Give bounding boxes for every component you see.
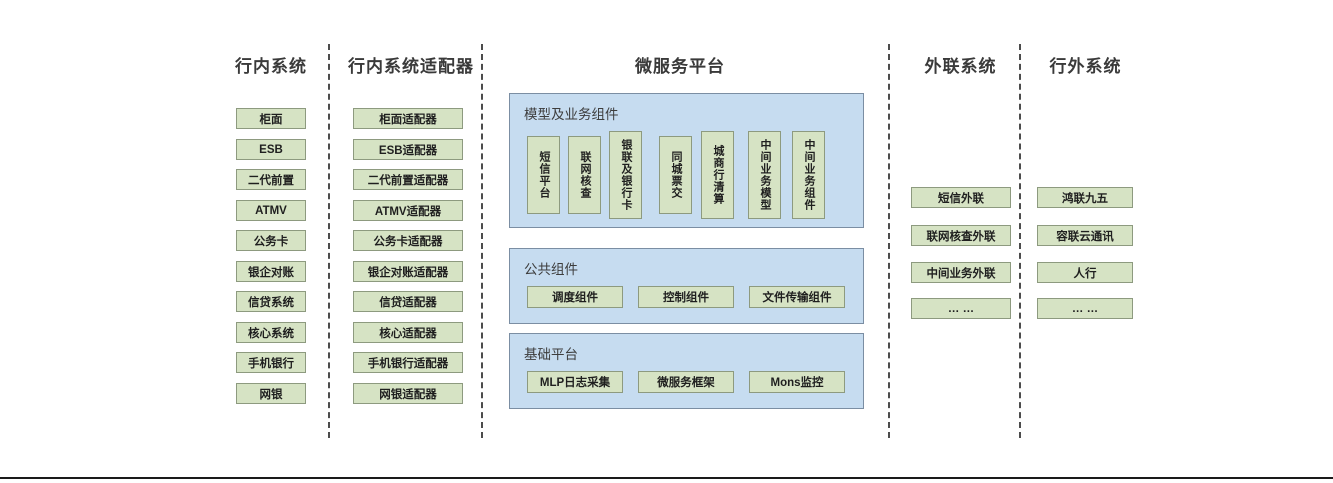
column-divider-3 (888, 44, 890, 438)
component-box[interactable]: 中间业务组件 (792, 131, 825, 219)
list-item[interactable]: ATMV适配器 (353, 200, 463, 221)
list-item[interactable]: 网银 (236, 383, 306, 404)
component-box[interactable]: 中间业务模型 (748, 131, 781, 219)
component-box[interactable]: Mons监控 (749, 371, 845, 393)
list-item[interactable]: 二代前置 (236, 169, 306, 190)
list-item[interactable]: 核心适配器 (353, 322, 463, 343)
column-title-external-link-systems: 外联系统 (924, 57, 997, 76)
component-box[interactable]: 调度组件 (527, 286, 623, 308)
component-label: 中间业务组件 (803, 139, 815, 211)
list-item[interactable]: 网银适配器 (353, 383, 463, 404)
column-title-outside-bank-systems: 行外系统 (1049, 57, 1122, 76)
component-box[interactable]: 同城票交 (659, 136, 692, 214)
panel-title: 模型及业务组件 (524, 107, 619, 122)
component-label: 同城票交 (670, 151, 682, 199)
list-item[interactable]: 公务卡适配器 (353, 230, 463, 251)
list-item[interactable]: 二代前置适配器 (353, 169, 463, 190)
list-item[interactable]: 中间业务外联 (911, 262, 1011, 283)
list-item[interactable]: ESB适配器 (353, 139, 463, 160)
column-title-microservice-platform: 微服务平台 (635, 57, 725, 76)
list-item[interactable]: 柜面适配器 (353, 108, 463, 129)
list-item[interactable]: 人行 (1037, 262, 1133, 283)
list-item[interactable]: … … (911, 298, 1011, 319)
panel-title: 基础平台 (524, 347, 578, 362)
component-box[interactable]: 城商行清算 (701, 131, 734, 219)
list-item[interactable]: ATMV (236, 200, 306, 221)
component-box[interactable]: 联网核查 (568, 136, 601, 214)
panel-title: 公共组件 (524, 262, 578, 277)
list-item[interactable]: 核心系统 (236, 322, 306, 343)
component-box[interactable]: 微服务框架 (638, 371, 734, 393)
component-box[interactable]: 文件传输组件 (749, 286, 845, 308)
list-item[interactable]: 联网核查外联 (911, 225, 1011, 246)
list-item[interactable]: 银企对账 (236, 261, 306, 282)
component-label: 短信平台 (538, 151, 550, 199)
list-item[interactable]: 信贷系统 (236, 291, 306, 312)
list-item[interactable]: 容联云通讯 (1037, 225, 1133, 246)
list-item[interactable]: 手机银行 (236, 352, 306, 373)
list-item[interactable]: 短信外联 (911, 187, 1011, 208)
component-box[interactable]: 银联及银行卡 (609, 131, 642, 219)
list-item[interactable]: 鸿联九五 (1037, 187, 1133, 208)
component-box[interactable]: MLP日志采集 (527, 371, 623, 393)
list-item[interactable]: ESB (236, 139, 306, 160)
component-label: 联网核查 (579, 151, 591, 199)
component-label: 城商行清算 (712, 145, 724, 205)
component-label: 中间业务模型 (759, 139, 771, 211)
column-divider-2 (481, 44, 483, 438)
list-item[interactable]: 银企对账适配器 (353, 261, 463, 282)
list-item[interactable]: 手机银行适配器 (353, 352, 463, 373)
component-box[interactable]: 控制组件 (638, 286, 734, 308)
list-item[interactable]: 柜面 (236, 108, 306, 129)
column-title-inner-systems: 行内系统 (235, 57, 307, 76)
bottom-divider (0, 477, 1333, 479)
column-title-inner-adapters: 行内系统适配器 (348, 57, 474, 76)
column-divider-1 (328, 44, 330, 438)
list-item[interactable]: 公务卡 (236, 230, 306, 251)
column-divider-4 (1019, 44, 1021, 438)
list-item[interactable]: … … (1037, 298, 1133, 319)
list-item[interactable]: 信贷适配器 (353, 291, 463, 312)
component-label: 银联及银行卡 (620, 139, 632, 211)
component-box[interactable]: 短信平台 (527, 136, 560, 214)
